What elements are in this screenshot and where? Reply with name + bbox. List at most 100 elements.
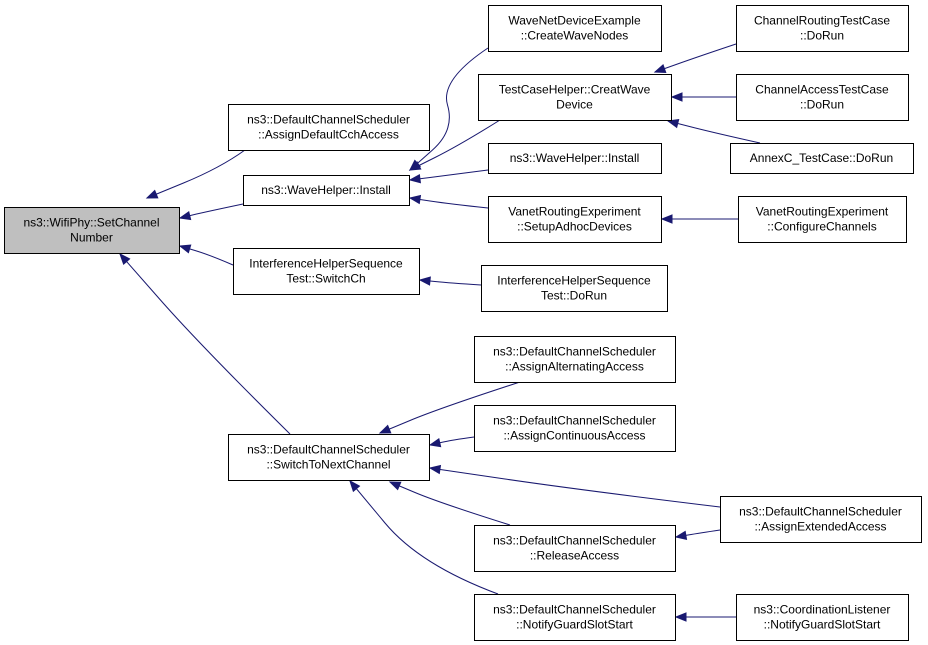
- node-wavehelper_install_main[interactable]: ns3::WaveHelper::Install: [243, 175, 410, 206]
- arrow-head-icon: [178, 244, 192, 254]
- node-label: Test::DoRun: [541, 289, 607, 303]
- node-dcs_alternating[interactable]: ns3::DefaultChannelScheduler::AssignAlte…: [474, 336, 676, 383]
- arrow-head-icon: [145, 189, 159, 199]
- node-label: VanetRoutingExperiment: [508, 205, 641, 219]
- arrow-head-icon: [408, 194, 422, 205]
- node-box[interactable]: [4, 207, 180, 254]
- node-label: ns3::WifiPhy::SetChannel: [23, 216, 159, 230]
- edge-line: [179, 245, 234, 266]
- edge-dcs_extended-to-dcs_release: [674, 529, 721, 540]
- arrow-head-icon: [119, 252, 131, 266]
- arrow-head-icon: [428, 464, 442, 475]
- edge-ihst_switchch-to-root: [178, 244, 234, 266]
- edge-line: [349, 480, 499, 595]
- arrow-head-icon: [349, 479, 361, 493]
- node-label: ns3::WaveHelper::Install: [261, 183, 391, 197]
- node-box[interactable]: [481, 265, 668, 312]
- node-label: ::DoRun: [800, 98, 844, 112]
- node-box[interactable]: [233, 248, 420, 295]
- node-box[interactable]: [736, 74, 909, 121]
- node-dcs_switch_next[interactable]: ns3::DefaultChannelScheduler::SwitchToNe…: [228, 434, 430, 481]
- node-box[interactable]: [474, 594, 676, 641]
- edge-line: [409, 169, 489, 181]
- node-label: ns3::WaveHelper::Install: [510, 151, 640, 165]
- node-dcs_continuous[interactable]: ns3::DefaultChannelScheduler::AssignCont…: [474, 405, 676, 452]
- edge-dcs_notify-to-dcs_switch_next: [349, 479, 499, 595]
- node-label: ::ConfigureChannels: [767, 220, 876, 234]
- edge-dcs_release-to-dcs_switch_next: [388, 481, 511, 526]
- node-wavehelper_install_2[interactable]: ns3::WaveHelper::Install: [488, 143, 662, 174]
- node-box[interactable]: [736, 5, 909, 52]
- edge-line: [389, 481, 511, 526]
- node-label: ::NotifyGuardSlotStart: [516, 618, 633, 632]
- node-label: TestCaseHelper::CreatWave: [499, 83, 651, 97]
- node-wnde_create[interactable]: WaveNetDeviceExample::CreateWaveNodes: [488, 5, 662, 52]
- arrow-head-icon: [378, 424, 392, 434]
- node-box[interactable]: [228, 434, 430, 481]
- edge-catc_dorun-to-tch_creat: [670, 92, 737, 102]
- edge-annexc_dorun-to-tch_creat: [666, 119, 761, 144]
- edge-dcs_assign_default-to-root: [145, 149, 246, 199]
- edge-tch_creat-to-wavehelper_install_main: [408, 119, 501, 171]
- node-dcs_release[interactable]: ns3::DefaultChannelScheduler::ReleaseAcc…: [474, 525, 676, 572]
- node-box[interactable]: [736, 594, 909, 641]
- edge-wavehelper_install_2-to-wavehelper_install_main: [408, 169, 489, 184]
- node-label: WaveNetDeviceExample: [508, 14, 641, 28]
- edge-line: [409, 119, 501, 171]
- edge-dcs_switch_next-to-root: [119, 252, 291, 435]
- arrow-head-icon: [178, 210, 192, 221]
- edge-ihst_dorun-to-ihst_switchch: [418, 276, 482, 286]
- node-label: ns3::DefaultChannelScheduler: [493, 534, 656, 548]
- node-box[interactable]: [738, 196, 907, 243]
- edge-vre_configure-to-vre_setup: [660, 214, 739, 224]
- node-dcs_extended[interactable]: ns3::DefaultChannelScheduler::AssignExte…: [720, 496, 922, 543]
- arrow-head-icon: [408, 173, 422, 184]
- node-label: Test::SwitchCh: [286, 272, 365, 286]
- edge-cl_notify-to-dcs_notify: [674, 612, 736, 622]
- node-dcs_notify[interactable]: ns3::DefaultChannelScheduler::NotifyGuar…: [474, 594, 676, 641]
- node-label: ::AssignDefaultCchAccess: [258, 128, 399, 142]
- node-dcs_assign_default[interactable]: ns3::DefaultChannelScheduler::AssignDefa…: [228, 104, 430, 151]
- node-box[interactable]: [474, 525, 676, 572]
- node-label: Device: [556, 98, 593, 112]
- node-label: AnnexC_TestCase::DoRun: [750, 151, 893, 165]
- node-label: VanetRoutingExperiment: [756, 205, 889, 219]
- edge-line: [379, 381, 521, 434]
- node-box[interactable]: [488, 143, 662, 174]
- arrow-head-icon: [418, 276, 431, 286]
- node-label: ChannelAccessTestCase: [755, 83, 889, 97]
- node-crtc_dorun[interactable]: ChannelRoutingTestCase::DoRun: [736, 5, 909, 52]
- node-box[interactable]: [478, 74, 672, 121]
- node-box[interactable]: [474, 405, 676, 452]
- node-vre_setup[interactable]: VanetRoutingExperiment::SetupAdhocDevice…: [488, 196, 662, 243]
- node-label: InterferenceHelperSequence: [249, 257, 403, 271]
- node-label: ::SetupAdhocDevices: [517, 220, 632, 234]
- node-annexc_dorun[interactable]: AnnexC_TestCase::DoRun: [730, 143, 914, 174]
- node-cl_notify[interactable]: ns3::CoordinationListener::NotifyGuardSl…: [736, 594, 909, 641]
- node-label: ::NotifyGuardSlotStart: [764, 618, 881, 632]
- edge-crtc_dorun-to-tch_creat: [653, 43, 737, 73]
- arrow-head-icon: [670, 92, 683, 102]
- node-box[interactable]: [488, 196, 662, 243]
- edge-line: [409, 47, 489, 171]
- edge-dcs_extended-to-dcs_switch_next: [428, 464, 721, 508]
- node-box[interactable]: [228, 104, 430, 151]
- node-box[interactable]: [488, 5, 662, 52]
- node-catc_dorun[interactable]: ChannelAccessTestCase::DoRun: [736, 74, 909, 121]
- node-label: ChannelRoutingTestCase: [754, 14, 890, 28]
- node-box[interactable]: [474, 336, 676, 383]
- edge-line: [654, 43, 737, 73]
- node-label: ::DoRun: [800, 29, 844, 43]
- arrow-head-icon: [428, 438, 442, 448]
- node-vre_configure[interactable]: VanetRoutingExperiment::ConfigureChannel…: [738, 196, 907, 243]
- node-box[interactable]: [243, 175, 410, 206]
- node-box[interactable]: [730, 143, 914, 174]
- node-box[interactable]: [720, 496, 922, 543]
- arrow-head-icon: [653, 64, 667, 73]
- edge-line: [419, 279, 482, 286]
